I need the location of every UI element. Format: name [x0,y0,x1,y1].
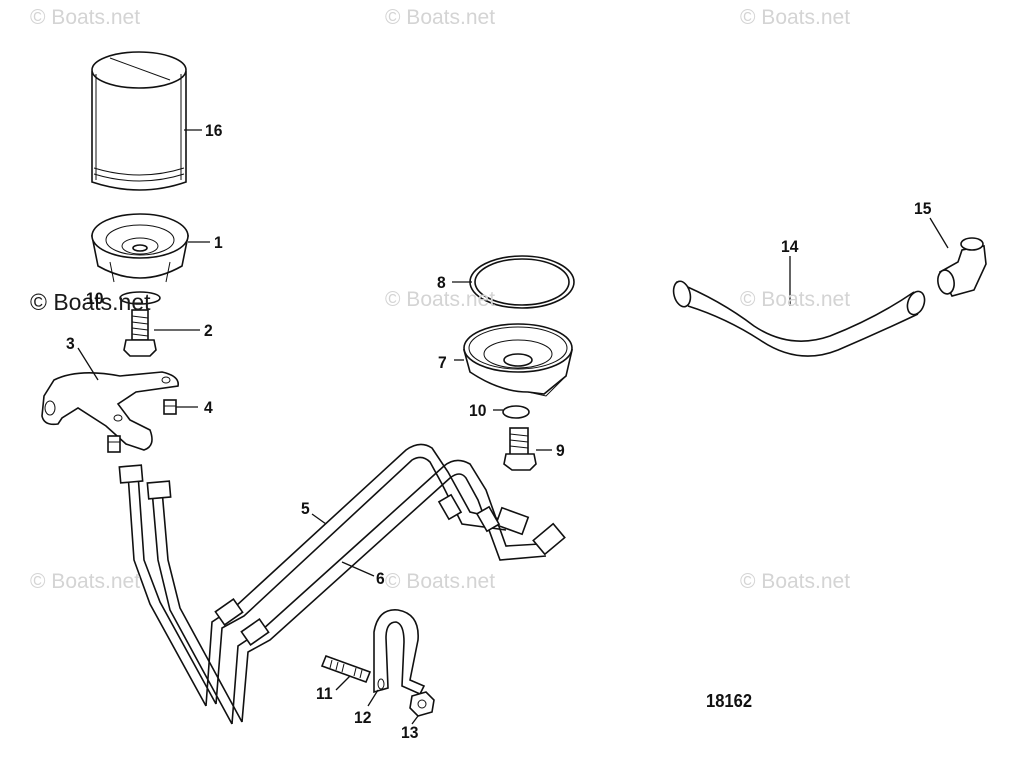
watermark-overlay: © Boats.net [30,289,151,315]
part-10-o-ring[interactable] [502,405,530,419]
callout-5[interactable]: 5 [301,499,310,518]
part-2-threaded-fitting[interactable] [123,309,157,357]
callout-8[interactable]: 8 [437,273,446,292]
part-14-hose[interactable] [671,279,928,357]
part-5-oil-line[interactable] [118,443,530,707]
part-10-o-ring-upper[interactable] [119,291,161,305]
watermark-top-center: © Boats.net [385,6,496,29]
part-4-screw[interactable] [163,399,177,415]
callout-13[interactable]: 13 [401,723,419,742]
part-6-oil-line[interactable] [146,459,566,725]
part-1-filter-adapter[interactable] [91,213,189,283]
callout-3[interactable]: 3 [66,334,75,353]
leader-lines [77,129,949,725]
watermark-bottom-left: © Boats.net [30,570,141,593]
callout-14[interactable]: 14 [781,237,799,256]
part-16-oil-filter[interactable] [91,51,187,191]
callout-10[interactable]: 10 [469,401,487,420]
part-11-stud[interactable] [320,654,372,684]
watermark-bottom-center: © Boats.net [385,570,496,593]
figure-number: 18162 [706,691,753,711]
callout-4[interactable]: 4 [204,398,213,417]
callout-2[interactable]: 2 [204,321,213,340]
callout-7[interactable]: 7 [438,353,447,372]
part-13-nut[interactable] [409,691,435,717]
watermark-middle-center: © Boats.net [385,288,496,311]
part-9-threaded-fitting[interactable] [503,427,537,471]
part-15-elbow-fitting[interactable] [936,237,987,297]
callout-9[interactable]: 9 [556,441,565,460]
callout-1[interactable]: 1 [214,233,223,252]
watermark-top-right: © Boats.net [740,6,851,29]
callout-16[interactable]: 16 [205,121,223,140]
watermark-top-left: © Boats.net [30,6,141,29]
watermark-bottom-right: © Boats.net [740,570,851,593]
part-4-screw-lower[interactable] [107,435,121,453]
callout-6[interactable]: 6 [376,569,385,588]
watermark-middle-right: © Boats.net [740,288,851,311]
callout-15[interactable]: 15 [914,199,932,218]
part-12-p-clamp[interactable] [373,609,426,696]
callout-12[interactable]: 12 [354,708,372,727]
callout-10-upper[interactable]: 10 [86,289,104,308]
part-3-mounting-bracket[interactable] [41,371,179,451]
callout-11[interactable]: 11 [316,684,333,703]
part-7-remote-filter-adapter[interactable] [462,323,574,397]
